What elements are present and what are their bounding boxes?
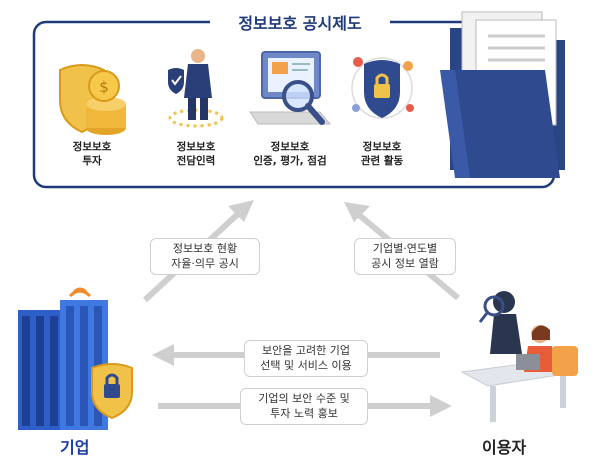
actor-user-label: 이용자 [482,438,527,457]
flow-label-user-view: 기업별·연도별 공시 정보 열람 [354,238,456,275]
lock-shield-icon [351,57,414,119]
item-label-investment: 정보보호 투자 [72,141,112,168]
certification-audit-icon [249,51,332,125]
user-at-desk-icon [460,291,580,422]
flow-label-company-promotion: 기업의 보안 수준 및 투자 노력 홍보 [240,388,368,425]
svg-text:$: $ [99,78,109,96]
actor-company-label: 기업 [60,438,90,457]
flow-label-user-selection: 보안을 고려한 기업 선택 및 서비스 이용 [244,340,368,377]
item-label-personnel: 정보보호 전담인력 [176,141,216,168]
security-officer-icon [168,49,224,128]
company-buildings-icon [18,287,133,430]
item-label-certification: 정보보호 인증, 평가, 점검 [253,141,327,168]
item-label-activities: 정보보호 관련 활동 [360,141,404,168]
folder-icon [440,11,565,178]
flow-label-company-disclosure: 정보보호 현황 자율·의무 공시 [150,238,260,275]
panel-title: 정보보호 공시제도 [210,10,390,34]
shield-coins-icon: $ [59,64,126,135]
